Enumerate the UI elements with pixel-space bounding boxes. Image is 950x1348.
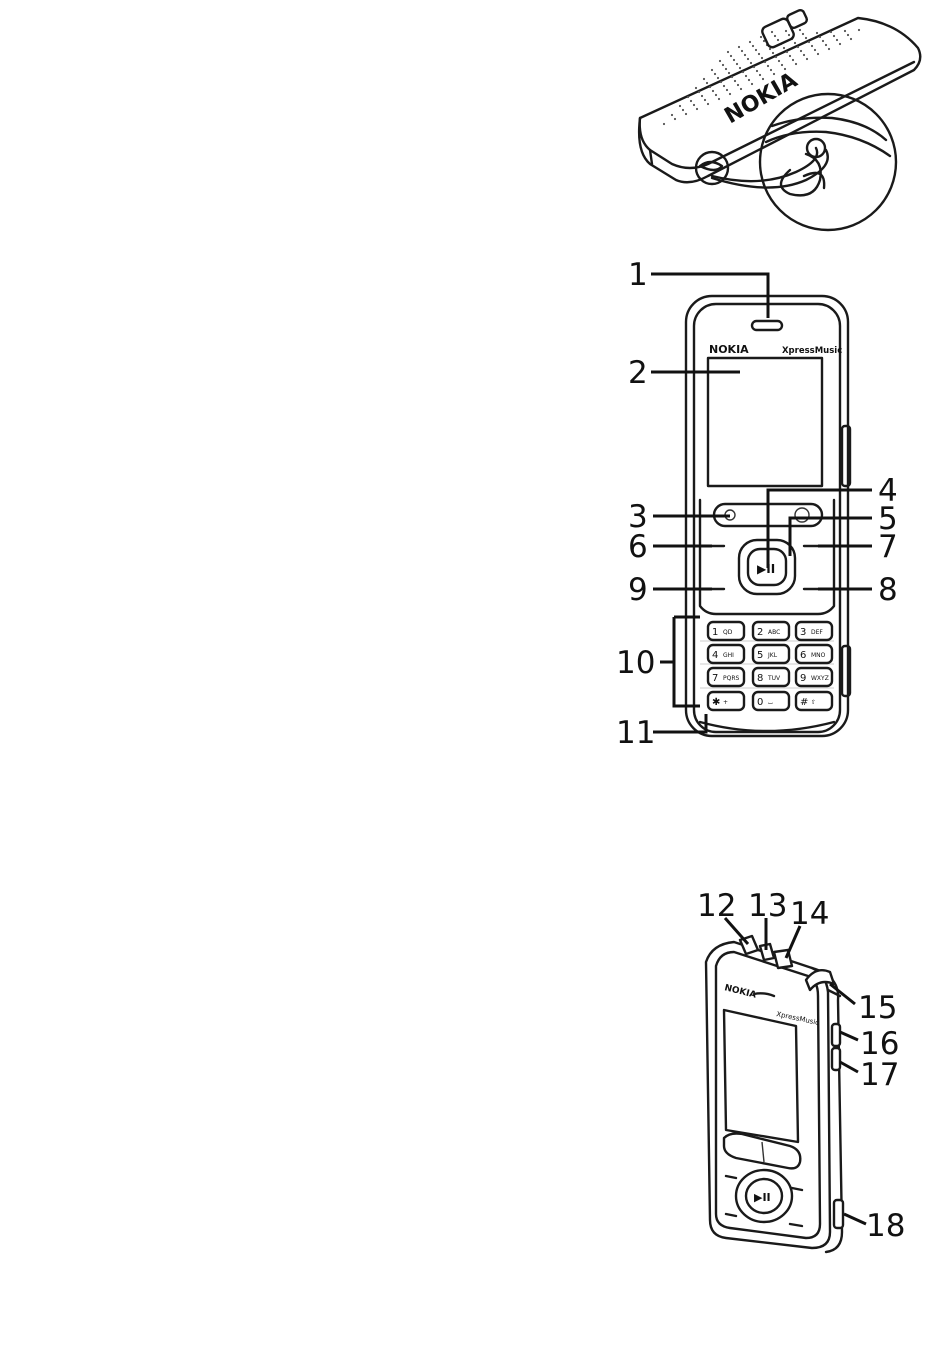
keypad-key-letters: QD bbox=[723, 629, 733, 636]
keypad-key-letters: + bbox=[723, 699, 728, 706]
keypad-key-letters: DEF bbox=[811, 629, 823, 636]
callout-13: 13 bbox=[748, 888, 787, 924]
callout-9: 9 bbox=[628, 572, 648, 608]
keypad-key-digit: ✱ bbox=[712, 697, 720, 708]
figure-back-view: NOKIA bbox=[639, 9, 920, 230]
keypad-key-digit: 1 bbox=[712, 627, 718, 638]
keypad-key-letters: JKL bbox=[767, 652, 778, 659]
volume-down-key[interactable] bbox=[832, 1048, 840, 1070]
keypad-key[interactable]: ✱+ bbox=[708, 692, 744, 710]
keypad-key-digit: 2 bbox=[757, 627, 763, 638]
callout-2: 2 bbox=[628, 355, 648, 391]
keypad-key[interactable]: 8 TUV bbox=[753, 668, 789, 686]
keypad-key-letters: ⇧ bbox=[811, 699, 816, 706]
keypad-key-letters: MNO bbox=[811, 652, 826, 659]
keypad-key-letters: WXYZ bbox=[811, 675, 829, 682]
callout-17: 17 bbox=[860, 1057, 899, 1093]
keypad-key-letters: GHI bbox=[723, 652, 734, 659]
keypad-key[interactable]: 0⌴ bbox=[753, 692, 789, 710]
callout-15: 15 bbox=[858, 990, 897, 1026]
keypad-key-letters: ⌴ bbox=[768, 699, 773, 706]
callout-8: 8 bbox=[878, 572, 898, 608]
keypad-key-letters: TUV bbox=[767, 675, 781, 682]
keypad-key[interactable]: 9 WXYZ bbox=[796, 668, 832, 686]
volume-up-key[interactable] bbox=[832, 1024, 840, 1046]
earpiece bbox=[752, 321, 782, 330]
keypad-key-digit: 7 bbox=[712, 673, 718, 684]
camera-lens-icon bbox=[761, 17, 796, 49]
callout-11: 11 bbox=[616, 715, 655, 751]
callout-6: 6 bbox=[628, 529, 648, 565]
callout-1: 1 bbox=[628, 257, 648, 293]
figure-side-view: NOKIA XpressMusic ▶II bbox=[706, 936, 843, 1252]
keypad-key-digit: 4 bbox=[712, 650, 718, 661]
side-play-pause-icon: ▶II bbox=[754, 1191, 771, 1204]
keypad-key[interactable]: 4 GHI bbox=[708, 645, 744, 663]
keypad-key[interactable]: 7 PQRS bbox=[708, 668, 744, 686]
callout-10: 10 bbox=[616, 645, 655, 681]
model-badge: XpressMusic bbox=[782, 346, 842, 356]
keypad-key-digit: 0 bbox=[757, 697, 763, 708]
callout-12: 12 bbox=[697, 888, 736, 924]
play-pause-icon: ▶II bbox=[757, 562, 775, 576]
side-display bbox=[724, 1010, 798, 1142]
callout-7: 7 bbox=[878, 529, 898, 565]
keypad-key[interactable]: 2 ABC bbox=[753, 622, 789, 640]
keypad-key-digit: 5 bbox=[757, 650, 763, 661]
keypad-key[interactable]: 6 MNO bbox=[796, 645, 832, 663]
keypad-key-digit: 8 bbox=[757, 673, 763, 684]
keypad-key[interactable]: 5 JKL bbox=[753, 645, 789, 663]
keypad-key-digit: # bbox=[800, 697, 808, 708]
display bbox=[708, 358, 822, 486]
keypad-key[interactable]: 3 DEF bbox=[796, 622, 832, 640]
callout-18: 18 bbox=[866, 1208, 905, 1244]
keypad-key-digit: 3 bbox=[800, 627, 806, 638]
keypad-key-letters: ABC bbox=[768, 629, 780, 636]
capture-key[interactable] bbox=[834, 1200, 843, 1228]
keypad-key[interactable]: 1 QD bbox=[708, 622, 744, 640]
keypad-key-digit: 9 bbox=[800, 673, 806, 684]
keypad-key-digit: 6 bbox=[800, 650, 806, 661]
front-logo: NOKIA bbox=[709, 343, 749, 356]
keypad-key-letters: PQRS bbox=[723, 675, 740, 682]
callout-14: 14 bbox=[790, 896, 829, 932]
keypad-key[interactable]: #⇧ bbox=[796, 692, 832, 710]
